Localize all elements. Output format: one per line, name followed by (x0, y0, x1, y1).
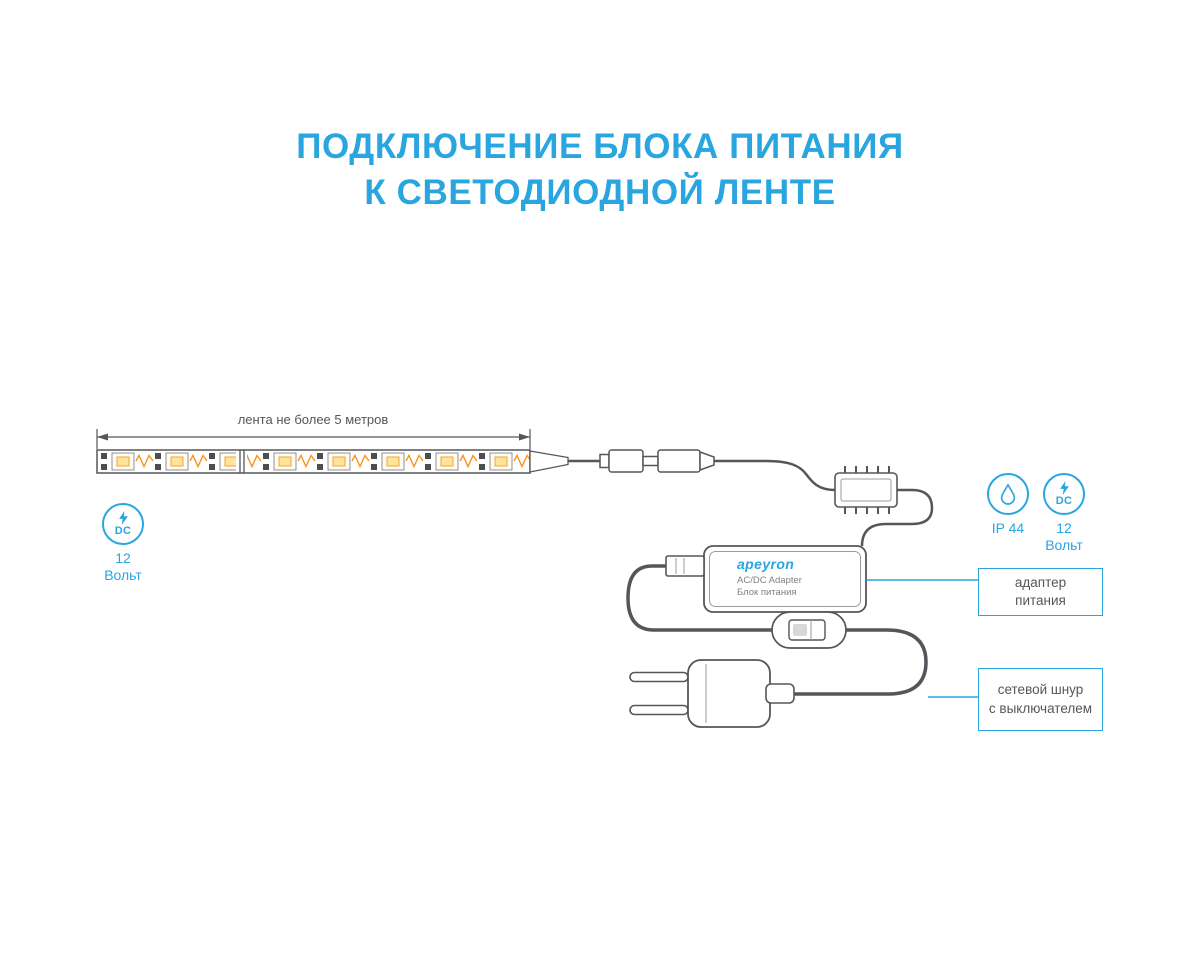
power-adapter-box (665, 545, 867, 613)
led-strip (96, 449, 600, 474)
power-cord-right (794, 628, 928, 696)
dc-abbr: DC (1055, 495, 1073, 507)
brand-logo: apeyron (737, 556, 795, 572)
water-droplet-icon (1000, 483, 1016, 505)
adapter-labels: apeyron AC/DC Adapter Блок питания (737, 556, 859, 600)
plug-prong-top (629, 671, 689, 683)
dc-voltage-badge-left: DC 12 Вольт (99, 503, 147, 583)
adapter-output-wire (860, 488, 934, 547)
strip-length-label: лента не более 5 метров (237, 412, 389, 427)
cord-callout-box: сетевой шнур с выключателем (978, 668, 1103, 731)
dc-value: 12 (1056, 520, 1072, 536)
cord-callout-line1: сетевой шнур (997, 682, 1084, 698)
dc-plug-body (608, 449, 644, 473)
block-pins (844, 466, 890, 514)
dc-connector-pair (599, 449, 715, 473)
dc-unit: Вольт (1045, 536, 1083, 553)
adapter-callout-line1: адаптер (1014, 574, 1067, 590)
dc-abbr: DC (114, 525, 132, 537)
ac-inlet (665, 555, 705, 577)
lightning-icon (1059, 481, 1069, 495)
dc-voltage-badge-right: DC 12 Вольт (1040, 473, 1088, 553)
strip-connector-block (834, 466, 898, 514)
ip-label: IP 44 (991, 520, 1025, 536)
lightning-icon (118, 511, 128, 525)
eu-plug (629, 659, 795, 728)
adapter-type-label: AC/DC Adapter (737, 575, 802, 586)
page-title-line1: ПОДКЛЮЧЕНИЕ БЛОКА ПИТАНИЯ (296, 127, 904, 166)
strip-end-taper (529, 450, 569, 473)
adapter-name-label: Блок питания (737, 587, 797, 599)
dc-circle: DC (1043, 473, 1085, 515)
dc-circle: DC (102, 503, 144, 545)
plug-prong-bottom (629, 704, 689, 716)
adapter-callout-box: адаптер питания (978, 568, 1103, 616)
plug-body (687, 659, 771, 728)
dc-jack-body (657, 449, 701, 473)
adapter-callout-line2: питания (1015, 593, 1066, 608)
power-cord-left (626, 564, 772, 632)
droplet-circle (987, 473, 1029, 515)
dc-plug-tip (642, 455, 659, 467)
dc-jack-boot (699, 450, 715, 472)
cord-callout-line2: с выключателем (988, 700, 1093, 716)
page-title: ПОДКЛЮЧЕНИЕ БЛОКА ПИТАНИЯ К СВЕТОДИОДНОЙ… (0, 124, 1200, 216)
page-title-line2: К СВЕТОДИОДНОЙ ЛЕНТЕ (364, 173, 836, 213)
strip-cut-gap (236, 449, 247, 474)
strip-dimension (96, 429, 531, 449)
dc-wire (714, 459, 836, 492)
inline-switch (771, 611, 847, 649)
plug-cord-boot (765, 683, 795, 704)
dc-unit: Вольт (104, 566, 142, 583)
switch-rocker (793, 624, 807, 636)
dc-plug-neck (599, 453, 610, 469)
ip-rating-badge: IP 44 (983, 473, 1033, 537)
dc-value: 12 (115, 550, 131, 566)
strip-cut-mark (239, 450, 245, 473)
